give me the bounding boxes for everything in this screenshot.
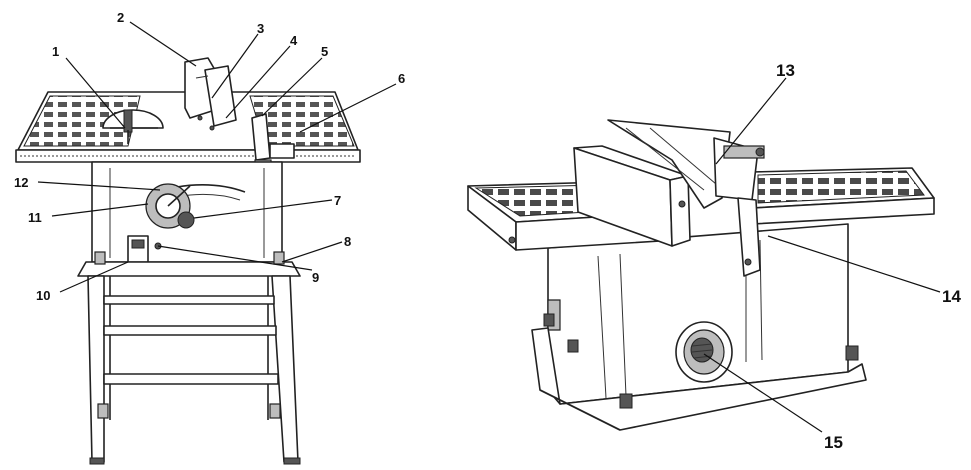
leader-6 xyxy=(299,83,397,133)
saw-housing xyxy=(531,223,867,431)
leader-12 xyxy=(37,181,161,191)
blade-guard xyxy=(184,57,237,131)
callout-13: 13 xyxy=(776,61,795,80)
callout-1: 1 xyxy=(52,44,59,59)
leader-4 xyxy=(225,45,291,119)
callout-15: 15 xyxy=(824,433,843,452)
right-view-saw-rear: 13 14 15 xyxy=(467,61,961,452)
leader-10 xyxy=(59,261,129,293)
callout-7: 7 xyxy=(334,193,341,208)
leader-13 xyxy=(715,77,787,165)
leg-stand xyxy=(77,251,301,465)
leader-5 xyxy=(261,57,323,117)
callout-4: 4 xyxy=(290,33,298,48)
left-view-saw-on-stand: 1 2 3 4 5 6 7 8 9 10 11 12 xyxy=(14,10,405,465)
callout-11: 11 xyxy=(28,210,42,225)
table-top xyxy=(15,91,361,163)
callout-8: 8 xyxy=(344,234,351,249)
leader-3 xyxy=(211,33,259,99)
callout-14: 14 xyxy=(942,287,961,306)
leader-15 xyxy=(703,353,823,433)
rear-rip-fence xyxy=(573,145,691,247)
callout-3: 3 xyxy=(257,21,264,36)
leader-9 xyxy=(157,245,313,271)
leader-14 xyxy=(767,235,941,293)
callout-2: 2 xyxy=(117,10,124,25)
miter-gauge xyxy=(102,109,164,144)
callout-12: 12 xyxy=(14,175,28,190)
right-table-wing xyxy=(751,167,935,225)
leader-11 xyxy=(51,203,149,217)
leader-1 xyxy=(65,57,126,129)
callout-6: 6 xyxy=(398,71,405,86)
callout-10: 10 xyxy=(36,288,50,303)
leader-8 xyxy=(281,241,343,263)
leader-7 xyxy=(193,199,333,219)
dust-port xyxy=(675,321,733,383)
saw-cabinet xyxy=(91,161,283,263)
callout-9: 9 xyxy=(312,270,319,285)
callout-5: 5 xyxy=(321,44,328,59)
leader-2 xyxy=(129,21,197,67)
